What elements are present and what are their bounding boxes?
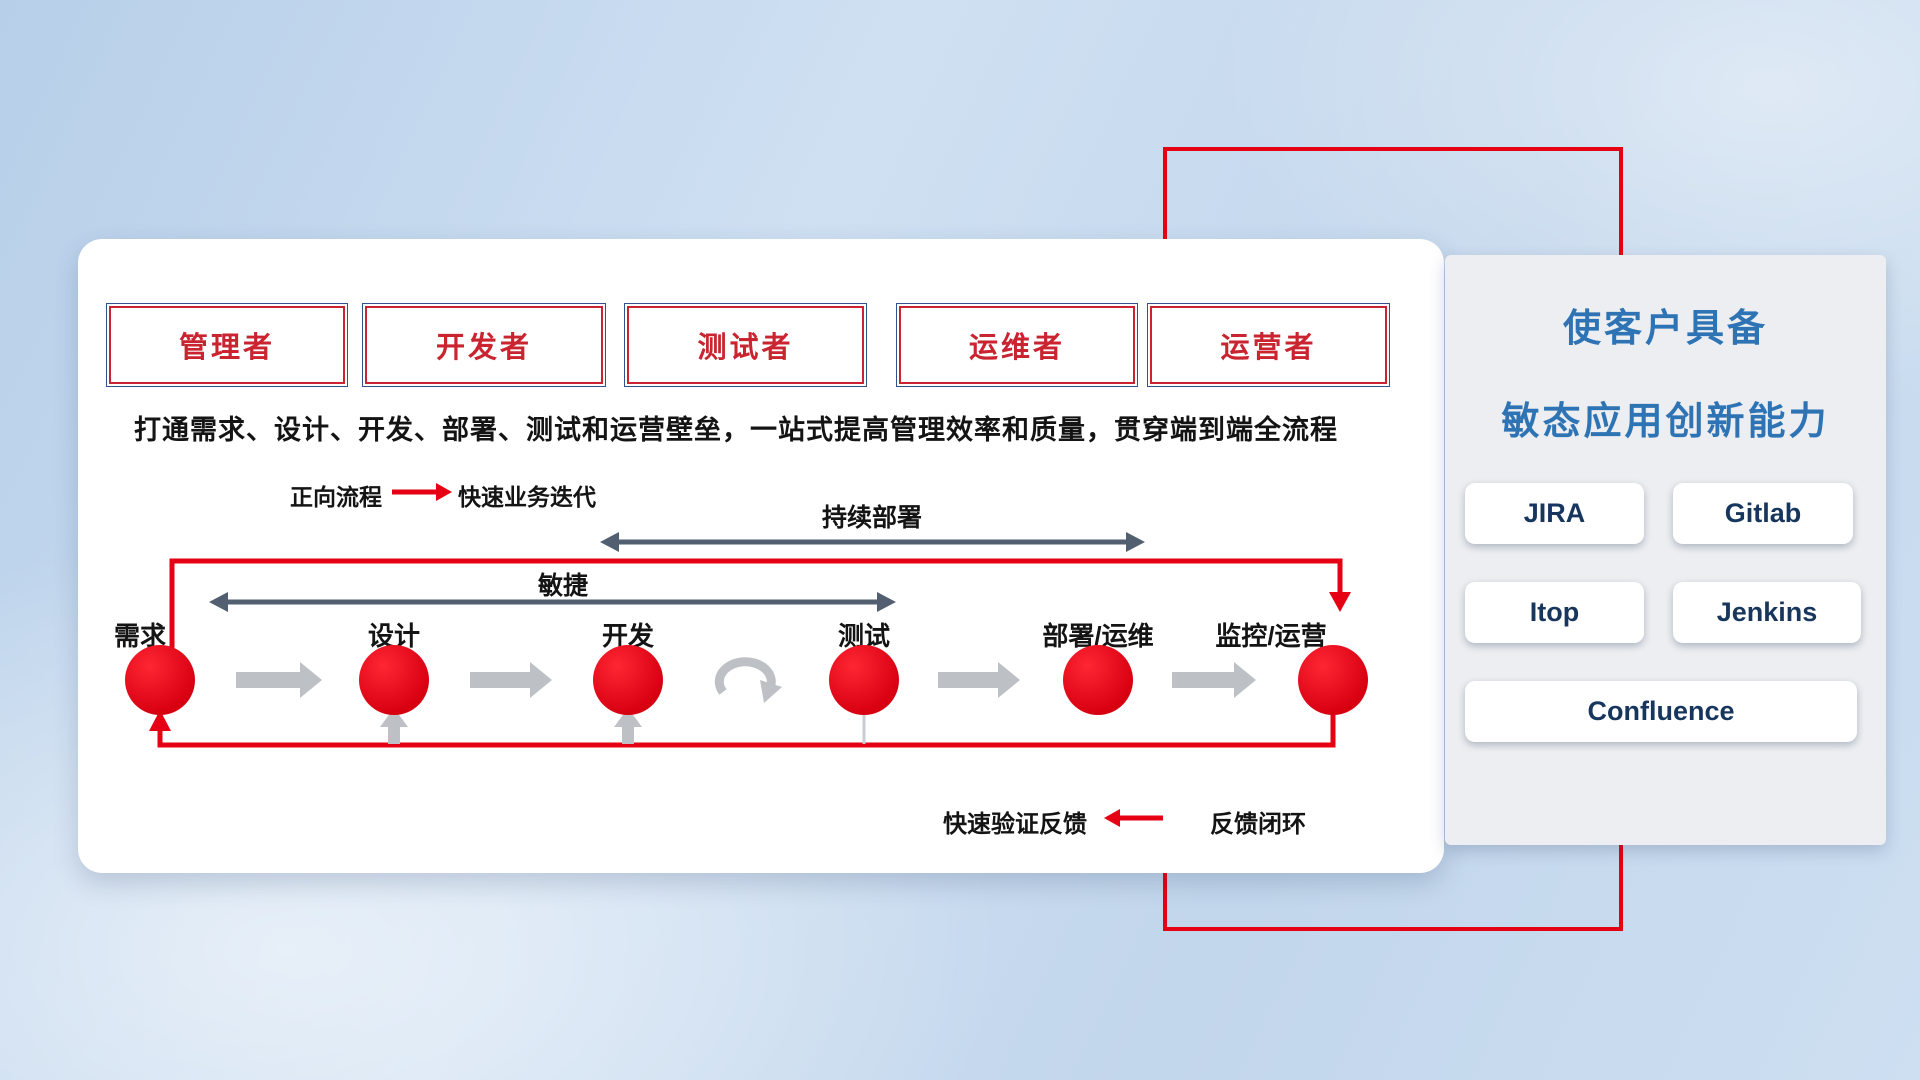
- stage-node-design: [359, 645, 429, 715]
- forward-legend-caption: 快速业务迭代: [458, 484, 596, 510]
- role-box-tester: 测试者: [624, 303, 867, 387]
- tool-chip-jira: JIRA: [1465, 483, 1644, 544]
- capability-panel: [1445, 255, 1886, 845]
- stage-label-requirement: 需求: [113, 621, 166, 651]
- stage-node-test: [829, 645, 899, 715]
- agile-label: 敏捷: [537, 572, 588, 600]
- panel-title-line2: 敏态应用创新能力: [1501, 401, 1830, 443]
- tool-chip-itop: Itop: [1465, 582, 1644, 643]
- stage-node-dev: [593, 645, 663, 715]
- role-box-operator: 运营者: [1147, 303, 1390, 387]
- forward-legend-label: 正向流程: [290, 484, 382, 510]
- role-box-ops: 运维者: [896, 303, 1138, 387]
- tool-chip-gitlab: Gitlab: [1673, 483, 1853, 544]
- panel-title-line1: 使客户具备: [1562, 308, 1768, 350]
- stage-node-monitor: [1298, 645, 1368, 715]
- continuous-deployment-label: 持续部署: [821, 504, 922, 532]
- stage-node-requirement: [125, 645, 195, 715]
- headline-text: 打通需求、设计、开发、部署、测试和运营壁垒，一站式提高管理效率和质量，贯穿端到端…: [134, 415, 1338, 445]
- feedback-legend-label: 反馈闭环: [1210, 811, 1306, 838]
- stage-node-deploy-ops: [1063, 645, 1133, 715]
- tool-chip-confluence: Confluence: [1465, 681, 1857, 742]
- role-box-developer: 开发者: [362, 303, 606, 387]
- tool-chip-jenkins: Jenkins: [1673, 582, 1861, 643]
- feedback-legend-caption: 快速验证反馈: [943, 811, 1087, 838]
- role-box-manager: 管理者: [106, 303, 348, 387]
